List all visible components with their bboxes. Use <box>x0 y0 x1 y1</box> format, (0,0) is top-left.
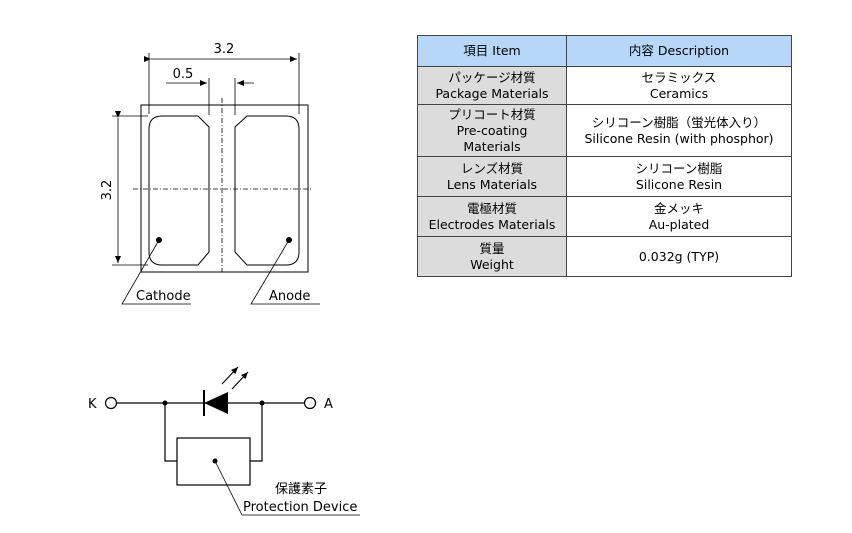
cathode-pad <box>148 115 210 266</box>
table-row: レンズ材質 Lens Materials シリコーン樹脂 Silicone Re… <box>417 156 792 197</box>
header-item: 項目 Item <box>417 35 567 67</box>
description-en: Silicone Resin (with phosphor) <box>584 130 774 146</box>
item-jp: パッケージ材質 <box>448 69 536 85</box>
item-cell: 電極材質 Electrodes Materials <box>417 196 567 237</box>
protection-device-leader <box>214 460 360 516</box>
protection-device-label-jp: 保護素子 <box>275 481 327 497</box>
light-emission-arrows-icon <box>221 366 249 390</box>
description-cell: シリコーン樹脂（蛍光体入り） Silicone Resin (with phos… <box>566 104 792 157</box>
item-cell: パッケージ材質 Package Materials <box>417 66 567 105</box>
header-description: 内容 Description <box>566 35 792 67</box>
table-header-row: 項目 Item 内容 Description <box>417 35 792 67</box>
dimension-gap-label: 0.5 <box>173 67 194 82</box>
table-row: プリコート材質 Pre-coating Materials シリコーン樹脂（蛍光… <box>417 104 792 157</box>
materials-table: 項目 Item 内容 Description パッケージ材質 Package M… <box>417 35 792 277</box>
cathode-leader <box>121 239 191 305</box>
junction-left <box>162 400 168 406</box>
description-en: Ceramics <box>649 85 709 101</box>
description-value: 0.032g (TYP) <box>638 248 720 264</box>
terminal-k <box>104 396 118 410</box>
description-jp: セラミックス <box>641 69 717 85</box>
item-cell: レンズ材質 Lens Materials <box>417 156 567 197</box>
description-cell: セラミックス Ceramics <box>566 66 792 105</box>
item-en: Package Materials <box>435 85 549 101</box>
protection-device-label-en: Protection Device <box>243 500 357 515</box>
anode-pad <box>234 115 300 266</box>
description-jp: 金メッキ <box>653 200 704 216</box>
description-jp: シリコーン樹脂（蛍光体入り） <box>591 114 767 130</box>
package-outline <box>140 104 309 273</box>
item-jp: 電極材質 <box>466 200 517 216</box>
dimension-top <box>144 53 300 114</box>
item-jp: プリコート材質 <box>448 106 536 122</box>
table-row: パッケージ材質 Package Materials セラミックス Ceramic… <box>417 66 792 105</box>
item-jp: 質量 <box>479 240 505 256</box>
item-cell: プリコート材質 Pre-coating Materials <box>417 104 567 157</box>
description-cell: 0.032g (TYP) <box>566 236 792 277</box>
item-cell: 質量 Weight <box>417 236 567 277</box>
table-row: 電極材質 Electrodes Materials 金メッキ Au-plated <box>417 196 792 237</box>
item-en: Electrodes Materials <box>428 216 556 232</box>
item-en: Pre-coating <box>456 122 528 138</box>
terminal-a <box>303 396 317 410</box>
terminal-k-label: K <box>88 397 97 412</box>
anode-label: Anode <box>269 289 310 304</box>
dimension-top-label: 3.2 <box>214 42 235 57</box>
description-en: Au-plated <box>648 216 710 232</box>
dimension-side-label: 3.2 <box>100 180 115 201</box>
cathode-label: Cathode <box>136 289 191 304</box>
description-cell: 金メッキ Au-plated <box>566 196 792 237</box>
dimension-side <box>112 111 148 266</box>
dimension-gap <box>166 78 254 115</box>
terminal-a-label: A <box>324 397 333 412</box>
description-en: Silicone Resin <box>635 176 723 192</box>
junction-right <box>259 400 265 406</box>
table-row: 質量 Weight 0.032g (TYP) <box>417 236 792 277</box>
description-cell: シリコーン樹脂 Silicone Resin <box>566 156 792 197</box>
item-en: Weight <box>470 256 514 272</box>
package-body <box>140 104 309 273</box>
item-en-2: Materials <box>463 138 521 154</box>
item-en: Lens Materials <box>446 176 538 192</box>
led-triangle-icon <box>204 392 228 414</box>
anode-leader <box>250 239 320 305</box>
description-jp: シリコーン樹脂 <box>635 160 723 176</box>
label-leaders <box>121 239 320 305</box>
item-jp: レンズ材質 <box>460 160 524 176</box>
